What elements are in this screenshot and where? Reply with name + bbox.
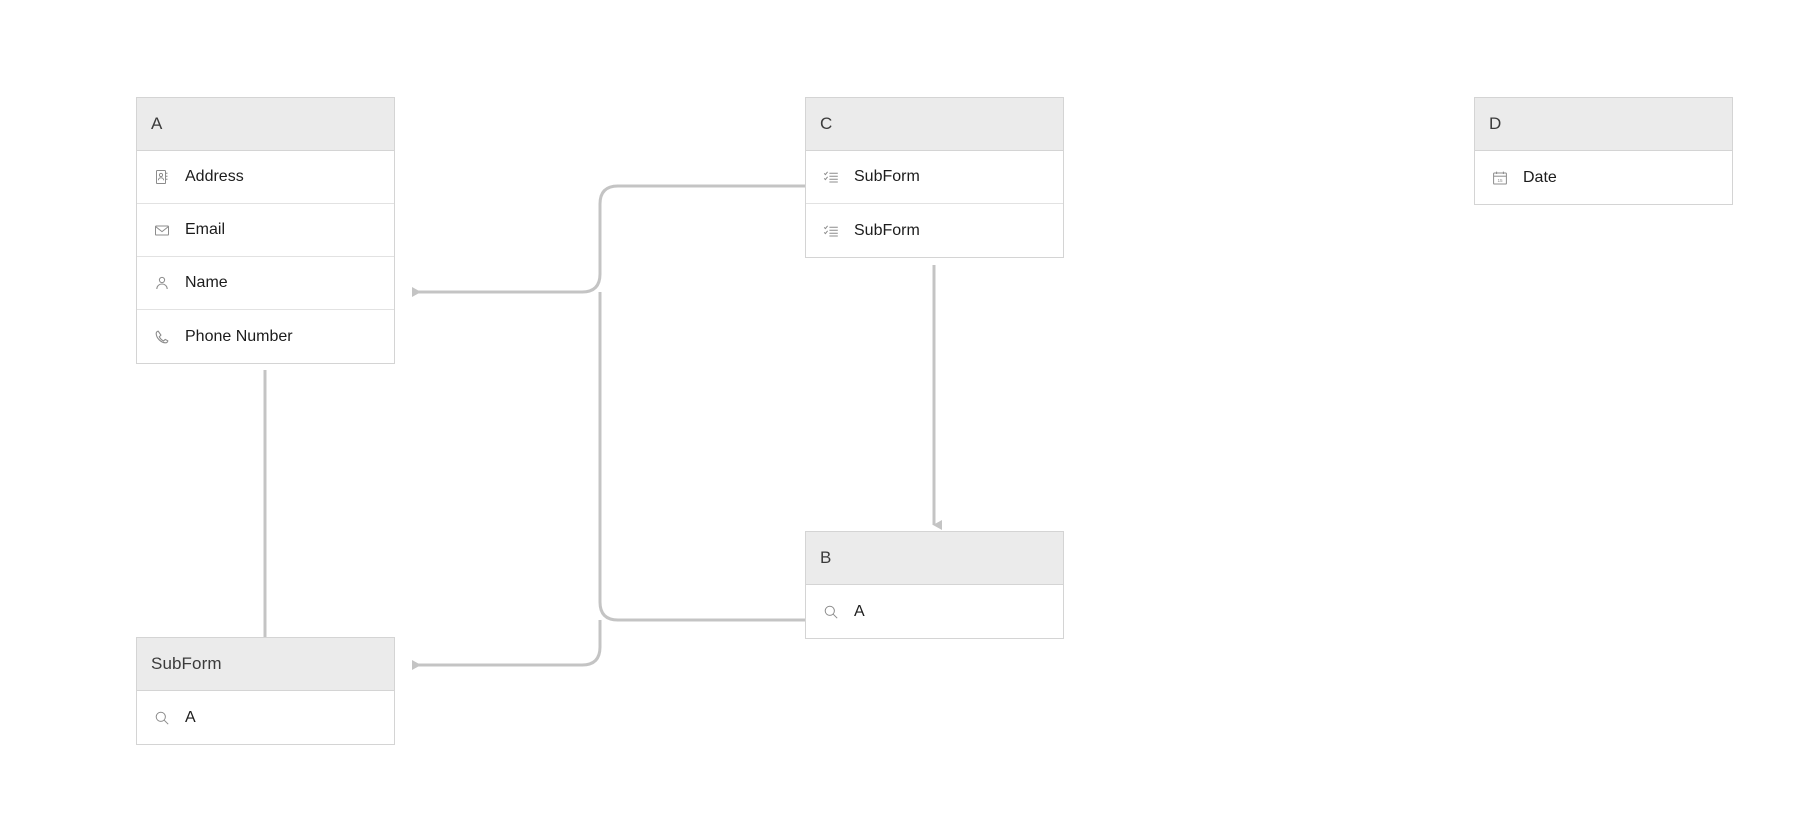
edge-trunk-to-b-a: [598, 292, 805, 622]
entity-c-header[interactable]: C: [806, 98, 1063, 151]
entity-d-title: D: [1489, 114, 1502, 133]
field-row-a-lookup[interactable]: A: [137, 691, 394, 744]
phone-icon: [151, 326, 173, 348]
field-row-phone-number[interactable]: Phone Number: [137, 310, 394, 363]
address-book-icon: [151, 166, 173, 188]
field-label: Phone Number: [185, 327, 293, 345]
entity-subform-header[interactable]: SubForm: [137, 638, 394, 691]
field-label: A: [854, 602, 865, 620]
entity-c-rows: SubForm SubForm: [806, 151, 1063, 257]
field-label: Email: [185, 221, 226, 238]
calendar-icon: 15: [1489, 167, 1511, 189]
field-row-date[interactable]: 15 Date: [1475, 151, 1732, 204]
search-icon: [151, 707, 173, 729]
field-row-name[interactable]: Name: [137, 257, 394, 310]
edge-trunk-to-subform: [412, 620, 602, 670]
field-label: SubForm: [854, 168, 920, 185]
search-icon: [820, 601, 842, 623]
entity-d[interactable]: D 15 Date: [1474, 97, 1733, 205]
field-label: Date: [1523, 168, 1557, 186]
entity-d-rows: 15 Date: [1475, 151, 1732, 204]
checklist-icon: [820, 220, 842, 242]
field-row-a-lookup[interactable]: A: [806, 585, 1063, 638]
entity-subform-title: SubForm: [151, 654, 222, 673]
field-row-address[interactable]: Address: [137, 151, 394, 204]
entity-b[interactable]: B A: [805, 531, 1064, 639]
field-row-subform-1[interactable]: SubForm: [806, 151, 1063, 204]
envelope-icon: [151, 219, 173, 241]
entity-b-title: B: [820, 548, 832, 567]
svg-text:15: 15: [1497, 178, 1503, 183]
entity-subform-rows: A: [137, 691, 394, 744]
field-label: Name: [185, 274, 228, 291]
field-label: SubForm: [854, 221, 920, 239]
entity-c-title: C: [820, 114, 833, 133]
checklist-icon: [820, 166, 842, 188]
entity-a[interactable]: A Address: [136, 97, 395, 364]
entity-a-title: A: [151, 114, 163, 133]
field-row-subform-2[interactable]: SubForm: [806, 204, 1063, 257]
field-label: Address: [185, 168, 244, 185]
entity-subform[interactable]: SubForm A: [136, 637, 395, 745]
entity-a-rows: Address Email Name: [137, 151, 394, 363]
entity-b-rows: A: [806, 585, 1063, 638]
entity-d-header[interactable]: D: [1475, 98, 1732, 151]
entity-a-header[interactable]: A: [137, 98, 394, 151]
entity-b-header[interactable]: B: [806, 532, 1063, 585]
field-row-email[interactable]: Email: [137, 204, 394, 257]
edge-c-subform-to-a-name: [412, 184, 805, 297]
person-icon: [151, 272, 173, 294]
field-label: A: [185, 708, 196, 726]
entity-c[interactable]: C SubForm: [805, 97, 1064, 258]
